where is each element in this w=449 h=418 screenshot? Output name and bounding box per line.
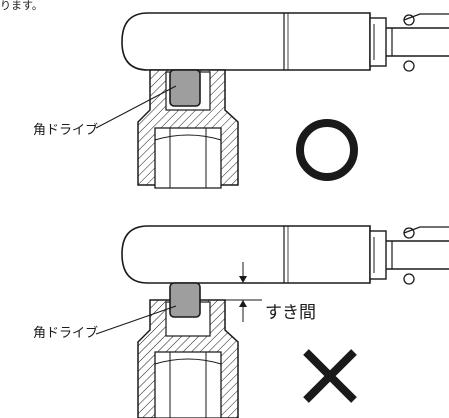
wrench-head-incorrect bbox=[121, 225, 371, 284]
incorrect-cross-symbol bbox=[303, 349, 357, 403]
diagram-correct bbox=[95, 12, 449, 189]
square-drive-correct bbox=[169, 69, 201, 107]
square-drive-incorrect bbox=[169, 282, 201, 318]
square-drive-label-incorrect: 角ドライブ bbox=[33, 326, 99, 341]
correct-circle-symbol bbox=[296, 119, 358, 181]
diagram-incorrect bbox=[95, 225, 449, 418]
top-note-text: ります。 bbox=[0, 0, 43, 12]
square-drive-label-correct: 角ドライブ bbox=[33, 123, 99, 138]
gap-label: すき間 bbox=[265, 303, 316, 323]
wrench-head-correct bbox=[121, 12, 371, 71]
